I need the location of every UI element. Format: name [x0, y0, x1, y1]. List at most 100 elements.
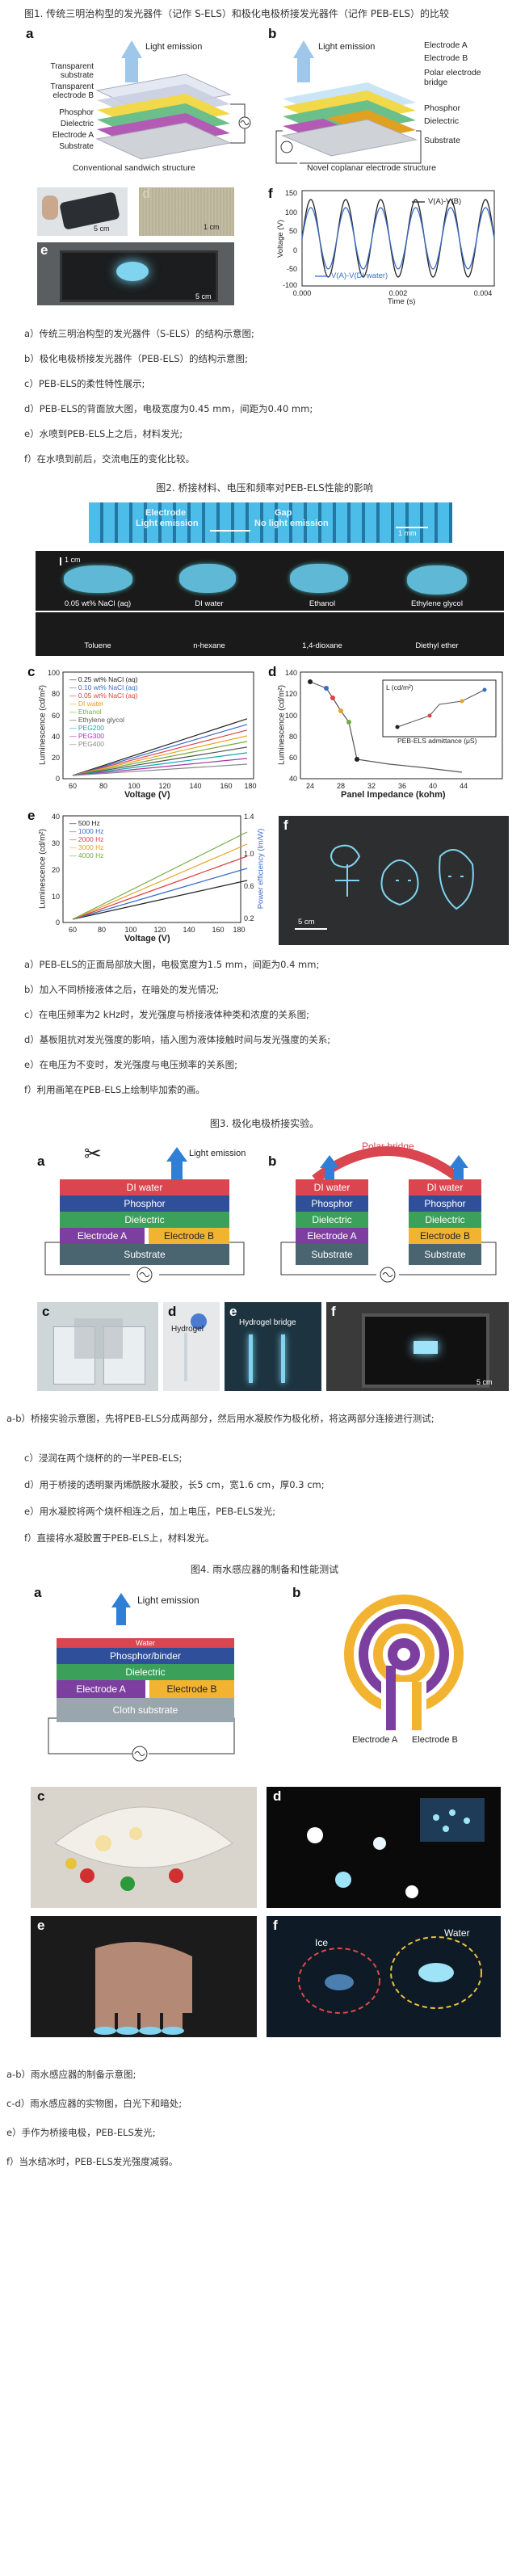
svg-text:-100: -100 — [283, 281, 297, 289]
polar-bridge-diagram — [280, 1146, 497, 1283]
drawing-photo — [295, 844, 474, 930]
ice-water-photo — [298, 1936, 482, 2014]
gap-label: Gap — [275, 508, 292, 518]
series-line — [72, 752, 248, 776]
svg-text:140: 140 — [183, 926, 195, 934]
caption-line: c-d）雨水感应器的实物图，白光下和暗处; — [6, 2098, 183, 2109]
caption-line: f）利用画笔在PEB-ELS上绘制毕加索的画。 — [24, 1084, 205, 1095]
figure-3-panel-b: b Polar bridge DI water Phosphor Dielect… — [267, 1137, 509, 1291]
layer-substrate — [281, 119, 418, 157]
svg-text:0: 0 — [56, 918, 60, 927]
figure-1-photo-c: c 5 cm — [37, 187, 128, 236]
layer-phosphor: Phosphor — [60, 1196, 229, 1212]
water-label: Water — [444, 1927, 470, 1939]
wave-series-2 — [301, 207, 495, 270]
panel-caption: Conventional sandwich structure — [73, 163, 195, 173]
svg-text:20: 20 — [52, 866, 60, 874]
layer-cloth-substrate: Cloth substrate — [57, 1698, 234, 1722]
hand-photo — [94, 1942, 192, 2035]
figure-2-title: 图2. 桥接材料、电压和频率对PEB-ELS性能的影响 — [156, 482, 373, 494]
legend-item: — 4000 Hz — [69, 851, 104, 859]
svg-text:24: 24 — [306, 782, 314, 790]
light-arrow-icon — [293, 40, 314, 82]
figure-2-panel-d: d 140 120 100 80 60 40 24 28 32 36 40 44… — [268, 664, 510, 801]
caption-line: a-b）雨水感应器的制备示意图; — [6, 2069, 136, 2080]
panel-label: c — [37, 1788, 45, 1804]
layer-label: Phosphor — [59, 108, 94, 117]
light-emission-label: Light emission — [137, 1595, 199, 1606]
layer-electrode-a: Electrode A — [296, 1228, 368, 1244]
inset-y-label: L (cd/m²) — [386, 683, 414, 691]
series-line — [72, 763, 248, 776]
svg-text:120: 120 — [285, 690, 297, 698]
layer-electrode-b: Electrode B — [149, 1680, 234, 1698]
scale-bar-label: 5 cm — [94, 225, 110, 233]
scale-bar-label: 5 cm — [298, 918, 315, 927]
series-line — [72, 868, 248, 920]
caption-line: a）传统三明治构型的发光器件（S-ELS）的结构示意图; — [24, 328, 254, 339]
panel-label: f — [331, 1304, 336, 1319]
svg-text:80: 80 — [99, 782, 107, 790]
svg-text:180: 180 — [244, 782, 256, 790]
voltage-plot: 150 100 50 0 -50 -100 0.000 0.002 0.004 — [283, 189, 495, 297]
series-line — [72, 729, 248, 776]
series-line — [72, 843, 248, 920]
panel-label: b — [268, 26, 277, 41]
layer-substrate: Substrate — [60, 1244, 229, 1265]
light-arrow-icon — [44, 1147, 245, 1283]
caption-line: e）水喷到PEB-ELS上之后，材料发光; — [24, 428, 183, 439]
no-emission-label: No light emission — [254, 519, 329, 528]
polar-bridge-label: Polar bridge — [362, 1141, 414, 1152]
figure-2-panel-a: a Electrode Light emission Gap No light … — [89, 502, 452, 543]
svg-text:0.6: 0.6 — [244, 882, 254, 890]
figure-4-photo-f: f Ice Water — [267, 1916, 501, 2037]
layer-electrode-b: Electrode B — [409, 1228, 481, 1244]
svg-text:60: 60 — [69, 782, 77, 790]
panel-label: e — [229, 1304, 237, 1319]
layer-water: DI water — [296, 1179, 368, 1196]
figure-4-photo-c: c — [31, 1787, 257, 1908]
emission-label: Light emission — [136, 519, 199, 528]
series-line — [72, 831, 248, 920]
layer-label: Substrate — [424, 136, 460, 145]
panel-label: a — [26, 26, 34, 41]
figure-3-photo-f: f 5 cm — [326, 1302, 509, 1391]
layer-substrate: Substrate — [409, 1244, 481, 1265]
series-line — [72, 746, 248, 776]
svg-text:0.000: 0.000 — [293, 289, 312, 297]
svg-text:0: 0 — [293, 246, 297, 254]
y-axis-label: Luminescence (cd/m²) — [38, 685, 48, 765]
caption-line: f）在水喷到前后，交流电压的变化比较。 — [24, 453, 195, 464]
caption-line: d）基板阻抗对发光强度的影响，插入图为液体接触时间与发光强度的关系; — [24, 1034, 331, 1045]
caption-line: d）用于桥接的透明聚丙烯酰胺水凝胶，长5 cm，宽1.6 cm，厚0.3 cm; — [24, 1479, 325, 1490]
liquid-label: Ethylene glycol — [411, 599, 463, 608]
svg-text:60: 60 — [289, 754, 297, 762]
figure-1-panel-a: a Light emission Transparent substrate T… — [24, 26, 258, 179]
svg-text:0.004: 0.004 — [474, 289, 493, 297]
chart-legend: — 500 Hz— 1000 Hz— 2000 Hz— 3000 Hz— 400… — [69, 819, 104, 859]
caption-line: e）在电压为不变时，发光强度与电压频率的关系图; — [24, 1059, 237, 1070]
svg-text:100: 100 — [128, 782, 140, 790]
svg-text:44: 44 — [460, 782, 468, 790]
liquid-label: Diethyl ether — [415, 641, 459, 650]
caption-line: e）手作为桥接电极，PEB-ELS发光; — [6, 2127, 156, 2138]
x-axis-label: Time (s) — [388, 297, 416, 306]
light-arrow-icon — [111, 1593, 131, 1625]
layer-electrode-a: Electrode A — [57, 1680, 145, 1698]
x-axis-label: Voltage (V) — [124, 790, 170, 800]
scale-bar-label: 1 cm — [204, 223, 220, 231]
legend-item: — DI water — [69, 700, 104, 708]
svg-text:36: 36 — [398, 782, 406, 790]
light-emission-label: Light emission — [318, 42, 376, 52]
hydrogel-label: Hydrogel — [171, 1325, 204, 1334]
figure-1-panel-b: b Light emission Electrode A Electrode B… — [267, 26, 509, 179]
svg-text:140: 140 — [189, 782, 201, 790]
legend-item: — 2000 Hz — [69, 835, 104, 843]
y-axis-label: Luminescence (cd/m²) — [38, 829, 48, 909]
svg-text:120: 120 — [158, 782, 170, 790]
layer-electrode-a: Electrode A — [60, 1228, 145, 1244]
figure-3-title: 图3. 极化电极桥接实验。 — [209, 1118, 320, 1129]
layer-water: DI water — [409, 1179, 481, 1196]
coplanar-diagram — [275, 40, 422, 164]
